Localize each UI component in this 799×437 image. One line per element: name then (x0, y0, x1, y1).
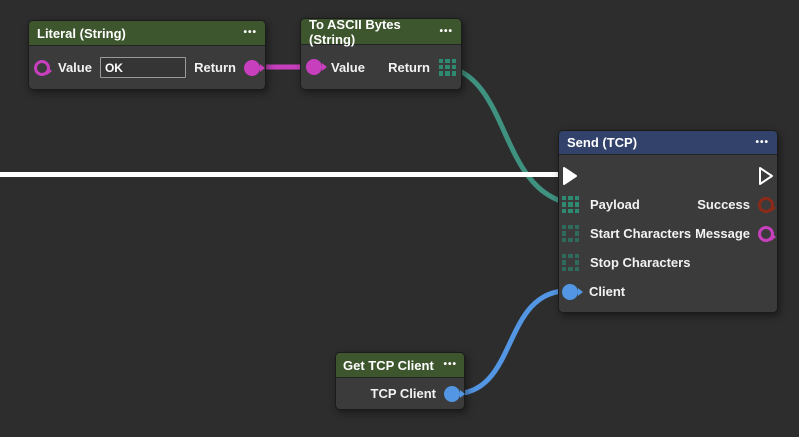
node-menu-icon[interactable]: ••• (755, 136, 769, 148)
port-value-input[interactable] (34, 59, 52, 76)
node-get-tcp-client[interactable]: Get TCP Client ••• TCP Client (335, 352, 465, 410)
port-tcp-client-output[interactable] (444, 385, 465, 402)
port-return-bytes-output[interactable] (439, 58, 456, 76)
node-title: To ASCII Bytes (String) (309, 16, 401, 47)
port-client-input[interactable] (562, 283, 583, 300)
value-label: Value (331, 59, 365, 75)
node-body: Payload Success Start Characters Message (559, 155, 777, 314)
port-success-output[interactable] (758, 196, 776, 213)
node-to-ascii-bytes[interactable]: To ASCII Bytes (String) ••• Value Return (300, 16, 462, 90)
node-menu-icon[interactable]: ••• (243, 27, 257, 38)
client-label: Client (589, 284, 626, 299)
port-return-output[interactable] (244, 59, 265, 76)
return-label: Return (388, 59, 430, 75)
value-input-field[interactable] (99, 57, 186, 78)
node-literal-string[interactable]: Literal (String) ••• Value Return (28, 20, 266, 90)
node-header[interactable]: Literal (String) ••• (29, 21, 265, 46)
node-menu-icon[interactable]: ••• (439, 25, 453, 37)
port-value-input[interactable] (306, 59, 327, 75)
stop-characters-label: Stop Characters (590, 255, 691, 270)
node-header[interactable]: Get TCP Client ••• (336, 353, 464, 378)
wire-toascii-return-to-send-payload[interactable] (446, 64, 573, 206)
start-characters-label: Start Characters (590, 226, 692, 241)
payload-label: Payload (590, 197, 640, 212)
node-menu-icon[interactable]: ••• (443, 359, 457, 370)
node-title: Literal (String) (37, 25, 126, 41)
node-header[interactable]: To ASCII Bytes (String) ••• (301, 16, 461, 47)
node-body: TCP Client (336, 378, 465, 409)
tcp-client-label: TCP Client (370, 386, 437, 401)
node-title: Send (TCP) (567, 135, 638, 150)
port-start-characters-input[interactable] (562, 225, 579, 242)
value-label: Value (58, 60, 92, 75)
return-label: Return (194, 60, 236, 75)
port-stop-characters-input[interactable] (562, 254, 579, 271)
node-title: Get TCP Client (343, 357, 434, 373)
port-payload-input[interactable] (562, 196, 579, 213)
node-body: Value Return (301, 45, 461, 89)
message-label: Message (695, 226, 750, 241)
success-label: Success (697, 197, 750, 212)
node-send-tcp[interactable]: Send (TCP) ••• Payload Success (558, 130, 778, 313)
port-message-output[interactable] (758, 225, 776, 242)
port-exec-output[interactable] (758, 166, 774, 185)
node-header[interactable]: Send (TCP) ••• (559, 131, 777, 155)
port-exec-input[interactable] (562, 166, 578, 185)
wire-gettcpclient-to-send-client[interactable] (450, 287, 573, 397)
node-body: Value Return (29, 46, 265, 89)
